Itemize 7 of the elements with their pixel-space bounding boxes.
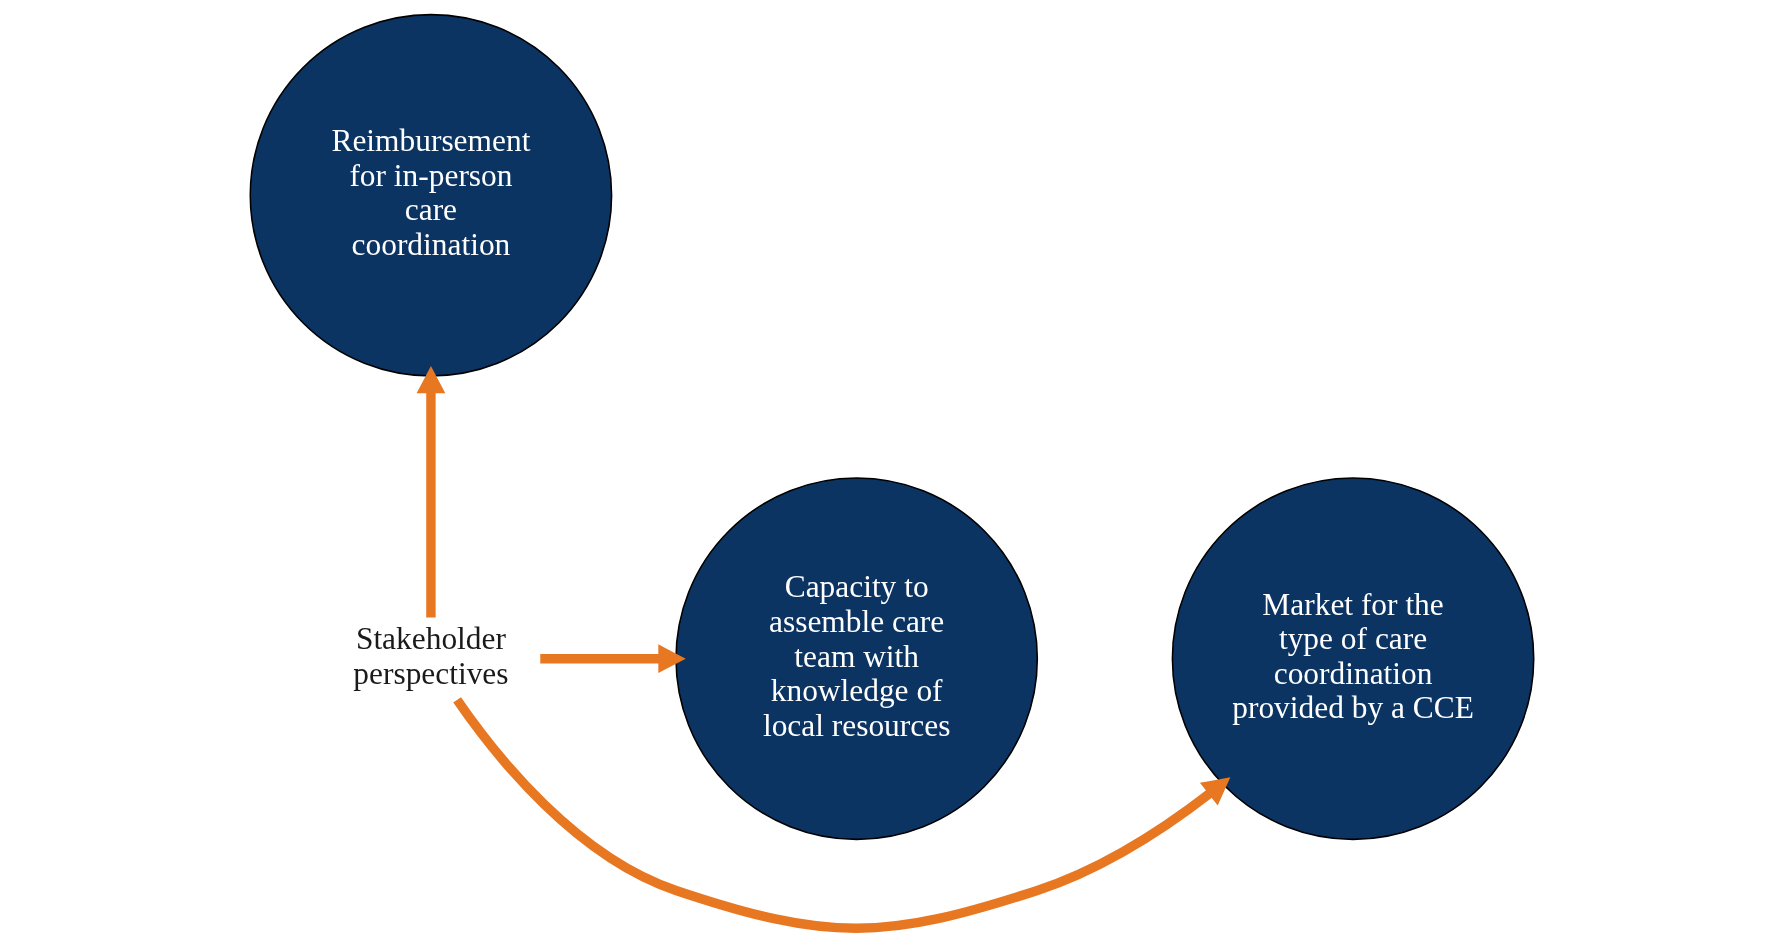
node-circle: Market for the type of care coordination provided by a CCE [1171, 477, 1534, 841]
node-text: Stakeholder perspectives [352, 621, 509, 691]
arrow [539, 644, 686, 674]
arrow [416, 365, 445, 618]
node-circle: Capacity to assemble care team with knowledge of local resources [674, 477, 1038, 841]
arrow [452, 697, 1230, 933]
node-circle: Reimbursement for in-person care coordination [249, 13, 612, 377]
